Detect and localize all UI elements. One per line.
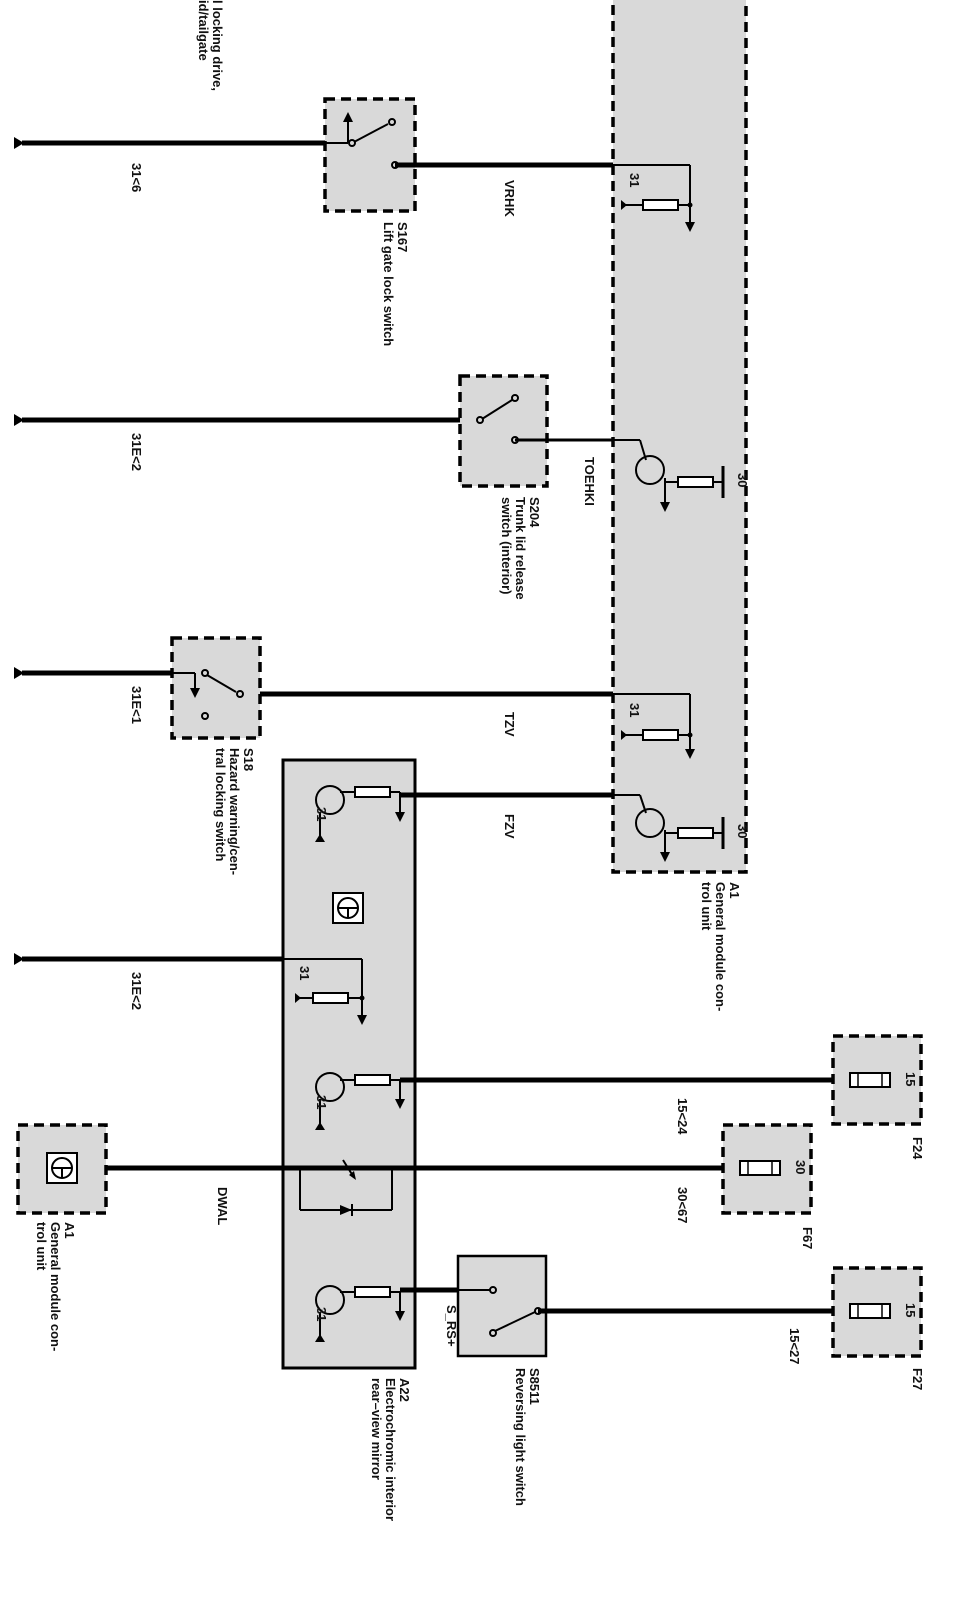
a22-transistor-1 (315, 785, 405, 842)
a22-mirror-box (281, 758, 417, 1370)
f24-id: F24 (910, 1137, 925, 1160)
pin-31-a22-ground: 31 (297, 966, 312, 980)
a1-left-id: A1 (62, 1222, 77, 1239)
mirror-icon (332, 892, 364, 924)
a22-ground-input (283, 958, 367, 1025)
s204-desc-2: switch (interior) (499, 497, 514, 595)
a1-left-desc-2: trol unit (34, 1222, 49, 1271)
label-w7-signal: DWAL (215, 1187, 230, 1225)
a22-desc-2: rear–view mirror (369, 1378, 384, 1480)
label-w4-signal: FZV (502, 814, 517, 839)
label-w2-ground: 31E<2 (129, 433, 144, 471)
pin-31-a1-tzv: 31 (627, 703, 642, 717)
s18-desc-1: Hazard warning/cen- (227, 748, 242, 875)
pin-31-a22-t2: 31 (314, 1095, 329, 1109)
s18-desc-2: tral locking switch (213, 748, 228, 861)
label-w1-signal: VRHK (502, 180, 517, 217)
f27-id: F27 (910, 1368, 925, 1390)
pin-31-a1-vrhk: 31 (627, 173, 642, 187)
pin-31-a22-t3: 31 (314, 1307, 329, 1321)
label-w6-fuse: 15<24 (675, 1098, 690, 1135)
s167-switch-symbol (325, 112, 399, 169)
pin-30-f67: 30 (793, 1160, 808, 1174)
a1-input-vrhk (613, 164, 695, 232)
a1-module-box (611, 0, 748, 874)
f67-fuse-symbol (739, 1160, 781, 1176)
s204-switch-box (458, 374, 549, 488)
f67-id: F67 (800, 1227, 815, 1249)
label-w8-signal: S_RS+ (444, 1305, 459, 1347)
pin-31-a22-t1: 31 (314, 807, 329, 821)
a1-right-desc-1: General module con- (713, 882, 728, 1011)
label-w8-fuse: 15<27 (787, 1328, 802, 1365)
s8511-switch-box (456, 1254, 548, 1358)
s8511-desc: Reversing light switch (513, 1368, 528, 1506)
label-w3-ground: 31E<1 (129, 686, 144, 724)
label-w1-ground: 31<6 (129, 163, 144, 192)
pin-15-f27: 15 (903, 1303, 918, 1317)
label-w7-fuse: 30<67 (675, 1187, 690, 1224)
f27-fuse-symbol (849, 1303, 891, 1319)
s18-id: S18 (241, 748, 256, 771)
a1-transistor-fzv (613, 794, 725, 862)
a22-id: A22 (397, 1378, 412, 1402)
s18-switch-box (170, 636, 262, 740)
s167-id: S167 (395, 222, 410, 252)
a1-left-icon (46, 1152, 78, 1184)
a1-transistor-toehki (613, 439, 725, 512)
a1-input-tzv (613, 693, 695, 759)
s167-switch-box (323, 97, 417, 213)
a22-desc-1: Electrochromic interior (383, 1378, 398, 1521)
pin-30-a1-toehki: 30 (735, 473, 750, 487)
s167-desc: Lift gate lock switch (381, 222, 396, 346)
a1-right-id: A1 (727, 882, 742, 899)
s18-switch-symbol (172, 669, 244, 720)
top-caption-line2: id/tailgate (196, 0, 211, 61)
s8511-id: S8511 (527, 1368, 542, 1405)
f24-fuse-symbol (849, 1072, 891, 1088)
a1-left-desc-1: General module con- (48, 1222, 63, 1351)
label-w5-ground: 31E<2 (129, 972, 144, 1010)
s204-id: S204 (527, 497, 542, 528)
pin-15-f24: 15 (903, 1072, 918, 1086)
top-caption-line1: l locking drive, (210, 0, 225, 91)
a22-transistor-2 (315, 1072, 405, 1130)
s8511-switch-symbol (458, 1286, 542, 1337)
a22-transistor-3 (315, 1285, 405, 1342)
pin-30-a1-fzv: 30 (735, 824, 750, 838)
s204-desc-1: Trunk lid release (513, 497, 528, 600)
ground-terminals (14, 137, 24, 965)
a1-right-desc-2: trol unit (699, 882, 714, 931)
label-w2-signal: TOEHKI (582, 457, 597, 506)
label-w3-signal: TZV (502, 712, 517, 737)
